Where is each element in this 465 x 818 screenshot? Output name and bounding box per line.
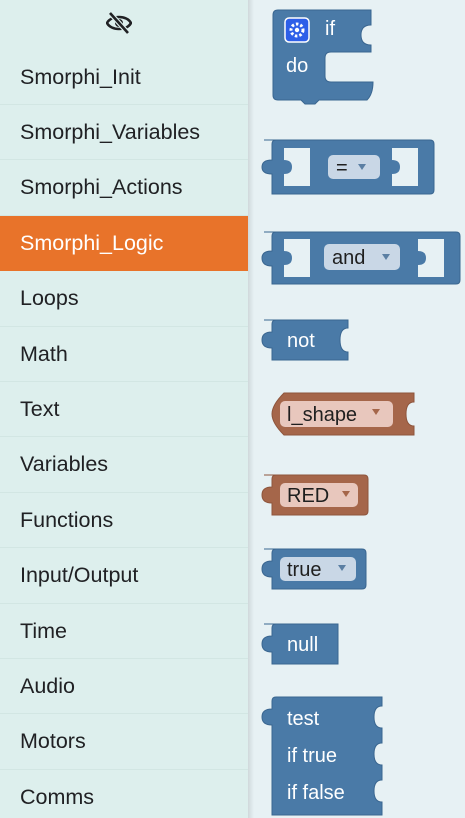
color-block[interactable]: RED bbox=[258, 474, 369, 516]
ternary-block[interactable]: test if true if false bbox=[258, 696, 384, 818]
if-true-label: if true bbox=[287, 745, 337, 767]
color-value: RED bbox=[287, 485, 329, 507]
boolean-value: true bbox=[287, 559, 321, 581]
logic-operator-value: and bbox=[332, 247, 365, 269]
not-block[interactable]: not bbox=[258, 319, 349, 361]
sidebar-item-label: Math bbox=[20, 341, 68, 366]
sidebar-item-comms[interactable]: Comms bbox=[0, 770, 248, 818]
sidebar-item-smorphi-variables[interactable]: Smorphi_Variables bbox=[0, 105, 248, 161]
if-do-block[interactable]: if do bbox=[272, 9, 378, 105]
test-label: test bbox=[287, 708, 320, 730]
operator-dropdown[interactable] bbox=[328, 155, 380, 179]
do-label: do bbox=[286, 55, 308, 77]
sidebar-item-motors[interactable]: Motors bbox=[0, 715, 248, 770]
sidebar-item-text[interactable]: Text bbox=[0, 382, 248, 438]
null-block[interactable]: null bbox=[258, 623, 340, 665]
shape-dropdown[interactable] bbox=[280, 401, 393, 427]
eye-off-icon[interactable] bbox=[105, 10, 133, 36]
shape-value: l_shape bbox=[287, 404, 357, 426]
gear-icon[interactable] bbox=[284, 17, 310, 43]
sidebar-item-label: Motors bbox=[20, 729, 86, 754]
boolean-block[interactable]: true bbox=[258, 548, 367, 590]
sidebar-item-label: Smorphi_Variables bbox=[20, 119, 201, 144]
sidebar-item-label: Functions bbox=[20, 507, 114, 532]
sidebar-item-smorphi-init[interactable]: Smorphi_Init bbox=[0, 50, 248, 105]
sidebar-item-smorphi-actions[interactable]: Smorphi_Actions bbox=[0, 161, 248, 216]
sidebar-item-label: Input/Output bbox=[20, 563, 139, 588]
sidebar-item-label: Time bbox=[20, 618, 67, 643]
logic-operator-dropdown[interactable] bbox=[324, 244, 400, 270]
sidebar-item-smorphi-logic[interactable]: Smorphi_Logic bbox=[0, 216, 248, 272]
sidebar-item-label: Text bbox=[20, 396, 60, 421]
compare-block[interactable]: = bbox=[258, 139, 435, 195]
sidebar-item-label: Smorphi_Actions bbox=[20, 175, 183, 200]
boolean-dropdown[interactable] bbox=[280, 557, 356, 581]
sidebar-item-label: Loops bbox=[20, 286, 79, 311]
operator-value: = bbox=[336, 157, 348, 179]
sidebar-item-label: Variables bbox=[20, 452, 109, 477]
block-flyout: if do = and not l_shape RED bbox=[254, 0, 465, 818]
sidebar-item-input-output[interactable]: Input/Output bbox=[0, 549, 248, 604]
sidebar-item-label: Audio bbox=[20, 673, 75, 698]
and-block[interactable]: and bbox=[258, 231, 461, 285]
sidebar-item-math[interactable]: Math bbox=[0, 327, 248, 382]
null-label: null bbox=[287, 634, 318, 656]
sidebar-item-time[interactable]: Time bbox=[0, 604, 248, 659]
sidebar-item-label: Comms bbox=[20, 784, 95, 809]
sidebar-item-loops[interactable]: Loops bbox=[0, 272, 248, 327]
color-dropdown[interactable] bbox=[280, 483, 358, 507]
sidebar-item-label: Smorphi_Init bbox=[20, 64, 141, 89]
sidebar-item-audio[interactable]: Audio bbox=[0, 659, 248, 715]
sidebar-item-label: Smorphi_Logic bbox=[20, 231, 164, 256]
if-false-label: if false bbox=[287, 782, 345, 804]
not-label: not bbox=[287, 330, 315, 352]
sidebar-item-functions[interactable]: Functions bbox=[0, 493, 248, 549]
sidebar-shadow bbox=[248, 0, 254, 818]
if-label: if bbox=[325, 18, 335, 40]
shape-block[interactable]: l_shape bbox=[271, 392, 416, 436]
sidebar-item-variables[interactable]: Variables bbox=[0, 438, 248, 493]
